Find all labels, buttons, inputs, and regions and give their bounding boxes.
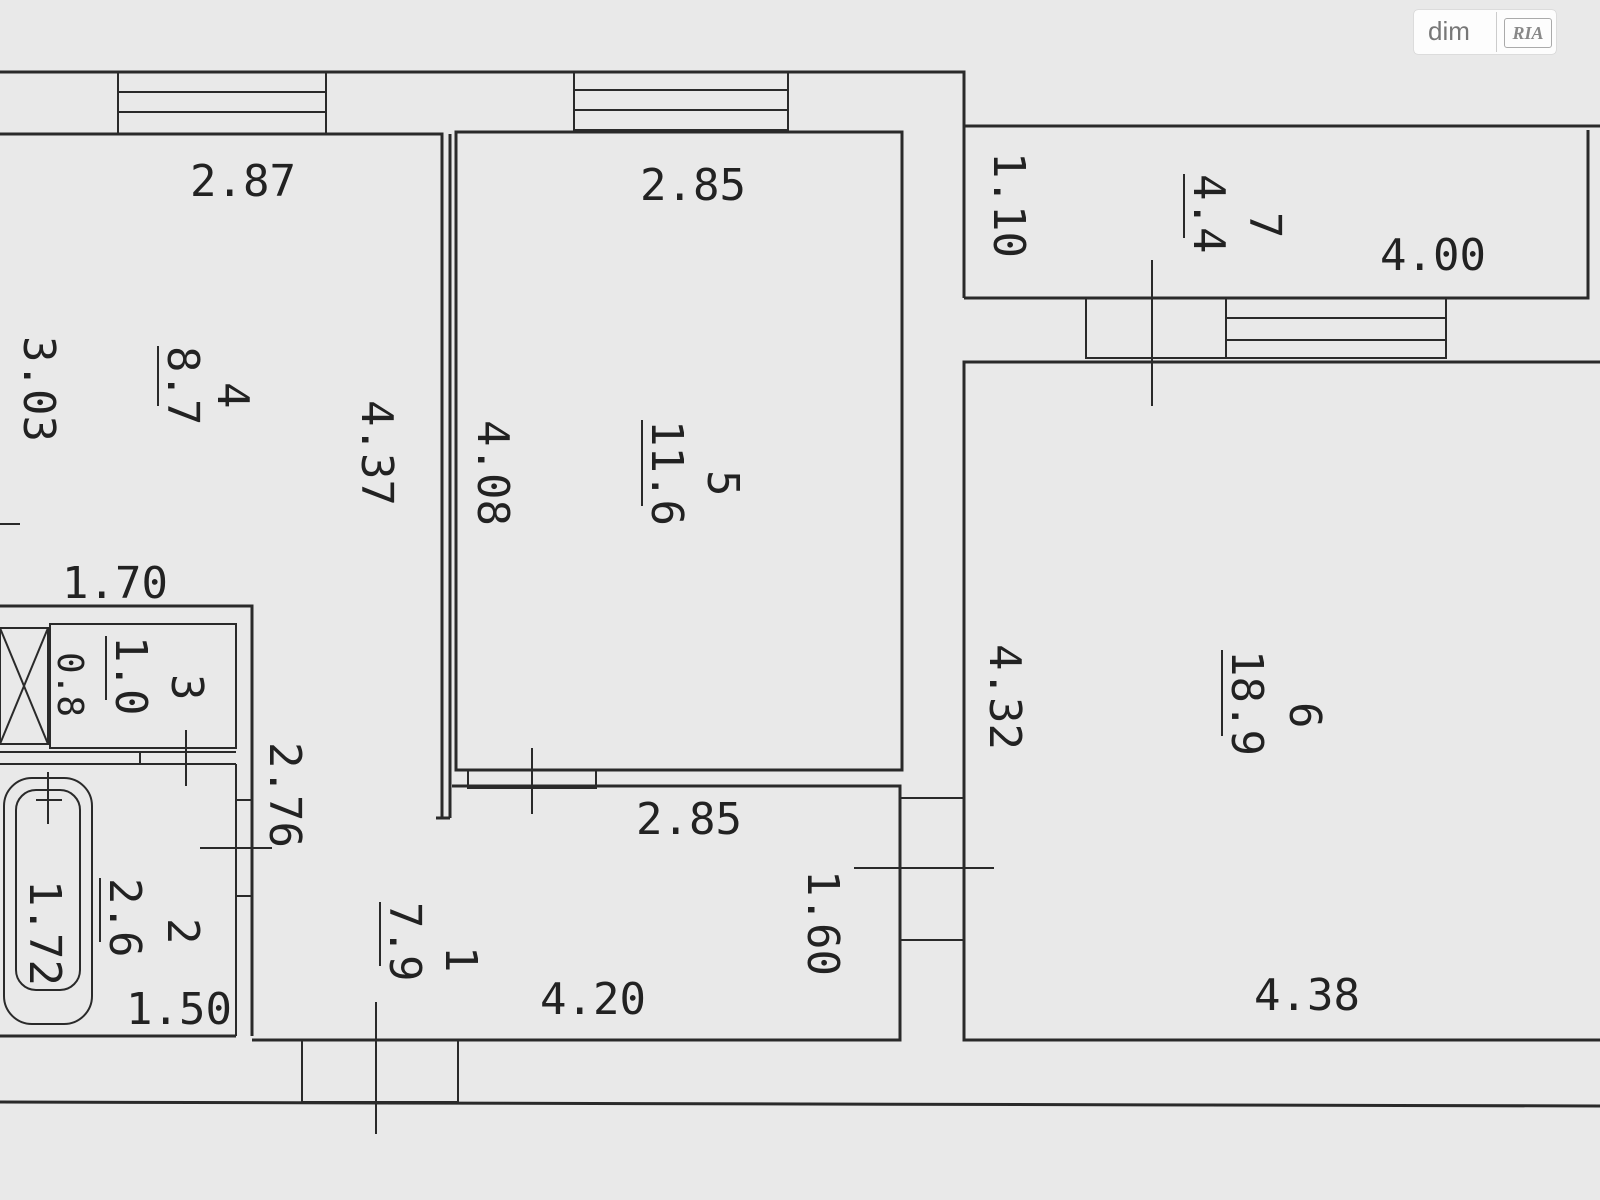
room-2-area: 2.6 — [99, 878, 150, 957]
dim-1-50: 1.50 — [126, 984, 232, 1035]
dim-2-85-mid: 2.85 — [636, 794, 742, 845]
dim-1-60: 1.60 — [797, 870, 848, 976]
room-5 — [436, 130, 904, 820]
room-3 — [0, 604, 254, 1036]
dim-2-76: 2.76 — [259, 742, 310, 848]
dim-2-87: 2.87 — [190, 156, 296, 207]
room-6-number: 6 — [1279, 702, 1330, 729]
room-4-area: 8.7 — [157, 346, 208, 425]
watermark-badge: dim RIA — [1414, 10, 1556, 54]
room-4 — [0, 132, 444, 818]
room-2-number: 2 — [157, 918, 208, 945]
dim-4-37: 4.37 — [351, 400, 402, 506]
dim-4-20: 4.20 — [540, 974, 646, 1025]
room-label-5: 11.6 5 — [641, 420, 748, 526]
room-label-2: 2.6 2 — [99, 878, 208, 957]
room-3-number: 3 — [161, 674, 212, 701]
room-5-area: 11.6 — [641, 420, 692, 526]
dim-3-03: 3.03 — [13, 336, 64, 442]
dim-0-8: 0.8 — [49, 652, 90, 717]
room-1-number: 1 — [435, 946, 486, 973]
room-5-number: 5 — [697, 470, 748, 497]
room-7 — [964, 130, 1590, 406]
room-3-area: 1.0 — [105, 636, 156, 715]
dim-4-08: 4.08 — [467, 420, 518, 526]
watermark-dim: dim — [1428, 16, 1470, 46]
room-1-area: 7.9 — [379, 902, 430, 981]
room-label-3: 1.0 3 — [105, 636, 212, 715]
room-7-number: 7 — [1239, 212, 1290, 239]
room-label-1: 7.9 1 — [379, 902, 486, 981]
dim-1-10: 1.10 — [983, 152, 1034, 258]
room-label-6: 18.9 6 — [1221, 650, 1330, 756]
room-6 — [962, 360, 1600, 1042]
room-label-4: 8.7 4 — [157, 346, 258, 425]
room-7-area: 4.4 — [1183, 174, 1234, 253]
room-label-7: 4.4 7 — [1183, 174, 1290, 253]
window-top-middle — [573, 71, 789, 131]
dim-2-85-top: 2.85 — [640, 160, 746, 211]
dim-4-32: 4.32 — [979, 644, 1030, 750]
dim-1-72: 1.72 — [19, 880, 70, 986]
room-4-number: 4 — [207, 382, 258, 409]
dim-4-00: 4.00 — [1380, 230, 1486, 281]
watermark-divider — [1496, 12, 1497, 52]
dim-1-70: 1.70 — [62, 558, 168, 609]
room-6-area: 18.9 — [1221, 650, 1272, 756]
room-2 — [0, 764, 272, 1038]
watermark-ria-logo: RIA — [1504, 18, 1552, 48]
dim-4-38: 4.38 — [1254, 970, 1360, 1021]
window-top-left — [117, 71, 327, 135]
room-1 — [252, 784, 994, 1134]
